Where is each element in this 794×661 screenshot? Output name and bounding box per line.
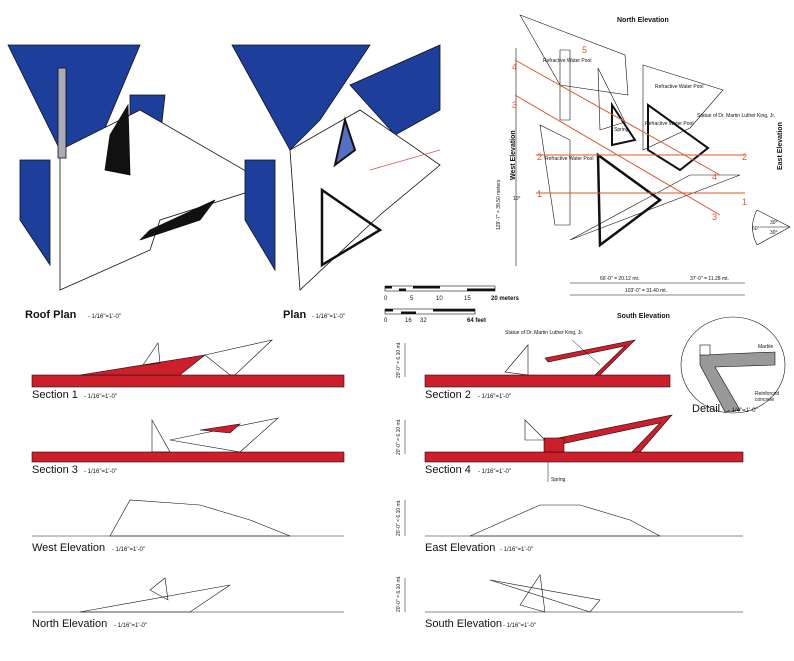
height-dimension: 20'-0" = 6.10 mt. — [396, 576, 402, 613]
section-3-title: Section 3 — [32, 464, 78, 476]
concrete-label: concrete — [755, 397, 774, 403]
scale-bar-meters — [384, 285, 496, 292]
scale-tick: 20 meters — [491, 296, 520, 302]
section-3-scale: - 1/16"=1'-0" — [84, 469, 117, 475]
east-elevation-title: East Elevation — [425, 542, 495, 554]
plan-title: Plan — [283, 309, 307, 321]
scale-tick: 0 — [384, 296, 388, 302]
section-mark-2: 2 — [742, 152, 747, 162]
detail-scale: - 1/4"=1'-0" — [728, 408, 758, 414]
site-plan — [515, 14, 745, 296]
east-elevation-marker: East Elevation — [777, 122, 784, 170]
dimension-a: 66'-0" = 20.12 mt. — [600, 276, 639, 282]
section-2-title: Section 2 — [425, 389, 471, 401]
elevation-drawings — [32, 499, 743, 613]
statue-label: Statue of Dr. Martin Luther King, Jr. — [697, 113, 775, 119]
angle-label: 10° — [513, 196, 521, 202]
height-dimension: 20'-0" = 6.10 mt. — [396, 500, 402, 537]
west-elevation-scale: - 1/16"=1'-0" — [112, 547, 145, 553]
scale-tick: 15 — [464, 296, 471, 302]
section-1-title: Section 1 — [32, 389, 78, 401]
statue-label: Statue of Dr. Martin Luther King, Jr. — [505, 330, 583, 336]
section-mark-1: 1 — [537, 189, 542, 199]
scale-tick: 10 — [436, 296, 443, 302]
detail-drawing — [680, 316, 786, 414]
dimension-b: 37'-0" = 11.28 mt. — [690, 276, 729, 282]
pool-label: Refractive Water Pool — [545, 156, 593, 162]
section-mark-4: 4 — [712, 172, 717, 182]
roof-plan — [7, 44, 271, 291]
pool-label: Refractive Water Pool — [543, 58, 591, 64]
floor-plan — [231, 44, 441, 291]
scale-tick: 0 — [384, 318, 388, 324]
south-elevation-marker: South Elevation — [617, 313, 670, 320]
section-3-drawing — [31, 417, 345, 463]
section-4-drawing — [424, 414, 744, 463]
north-elevation-marker: North Elevation — [617, 17, 669, 24]
section-mark-3: 3 — [712, 212, 717, 222]
section-mark-1: 1 — [742, 197, 747, 207]
section-2-drawing — [424, 339, 671, 388]
section-4-scale: - 1/16"=1'-0" — [478, 469, 511, 475]
scale-tick: 16 — [405, 318, 412, 324]
section-mark-5: 5 — [582, 45, 587, 55]
west-elevation-marker: West Elevation — [510, 130, 517, 180]
angle-label: 60° — [752, 226, 760, 232]
section-mark-4: 4 — [512, 62, 517, 72]
plan-scale: - 1/16"=1'-0" — [312, 314, 345, 320]
section-mark-2: 2 — [537, 152, 542, 162]
angle-label: 30° — [770, 220, 778, 226]
north-elevation-title: North Elevation — [32, 618, 107, 630]
marble-label: Marble — [758, 344, 774, 350]
section-1-scale: - 1/16"=1'-0" — [84, 394, 117, 400]
pool-label: Refractive Water Pool — [655, 84, 703, 90]
scale-tick: 64 feet — [467, 318, 486, 324]
angle-label: 30° — [770, 230, 778, 236]
south-elevation-title: South Elevation — [425, 618, 502, 630]
detail-title: Detail — [692, 403, 720, 415]
section-mark-3: 3 — [512, 100, 517, 110]
section-1-drawing — [31, 339, 345, 388]
spring-label: Spring — [614, 127, 629, 133]
roof-plan-title: Roof Plan — [25, 309, 77, 321]
south-elevation-scale: - 1/16"=1'-0" — [503, 623, 536, 629]
pool-label: Refractive Water Pool — [645, 121, 693, 127]
west-elevation-title: West Elevation — [32, 542, 105, 554]
east-elevation-scale: - 1/16"=1'-0" — [500, 547, 533, 553]
angle-diagram — [752, 209, 791, 246]
scale-tick: 5 — [410, 296, 414, 302]
section-cut-lines — [514, 59, 745, 216]
scale-bar-feet — [384, 308, 476, 315]
roof-plan-scale: - 1/16"=1'-0" — [88, 314, 121, 320]
section-4-title: Section 4 — [425, 464, 471, 476]
height-dimension: 129'-7" = 39.50 meters — [496, 179, 502, 230]
dimension-total: 103'-0" = 31.40 mt. — [625, 288, 667, 294]
scale-tick: 32 — [420, 318, 427, 324]
spring-label: Spring — [551, 477, 566, 483]
concrete-label: Reinforced — [755, 391, 779, 397]
section-2-scale: - 1/16"=1'-0" — [478, 394, 511, 400]
height-dimension: 20'-0" = 6.10 mt. — [396, 419, 402, 456]
north-elevation-scale: - 1/16"=1'-0" — [114, 623, 147, 629]
height-dimension: 20'-0" = 6.10 mt. — [396, 342, 402, 379]
